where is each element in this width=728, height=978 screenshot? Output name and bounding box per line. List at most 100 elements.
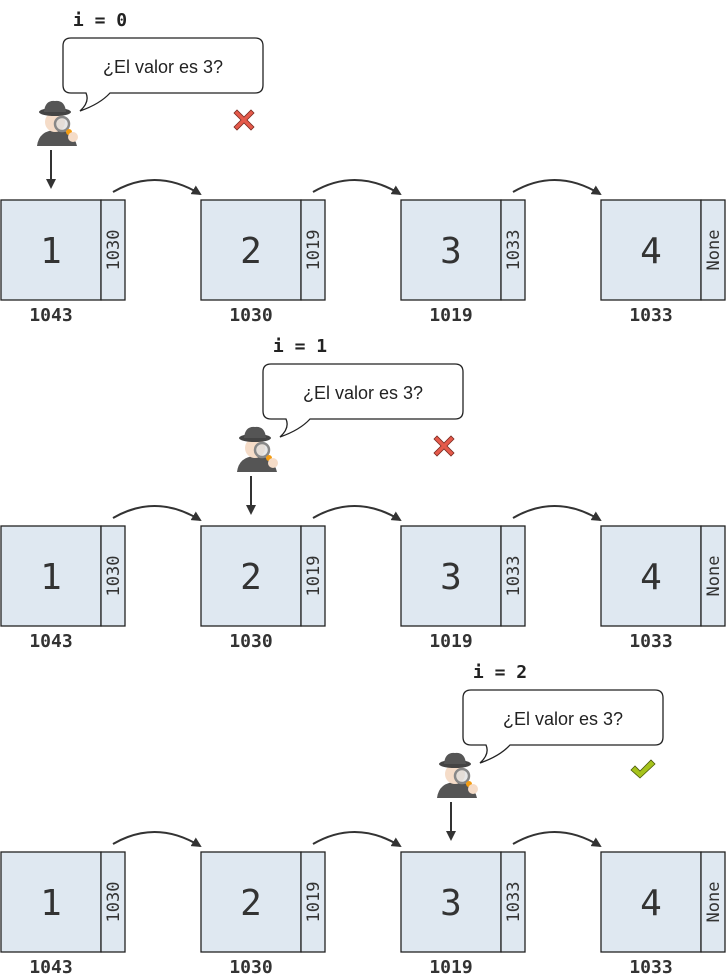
node-pointer-box — [300, 199, 326, 301]
next-arrow — [312, 831, 402, 848]
node-value-box — [0, 525, 102, 627]
node-value-box — [400, 199, 502, 301]
hand — [468, 784, 478, 794]
node-next-pointer: 1030 — [104, 230, 124, 271]
node-value: 2 — [240, 557, 262, 598]
node-next-pointer: 1019 — [304, 882, 324, 923]
node-value: 3 — [440, 883, 462, 924]
node-next-pointer: 1030 — [104, 882, 124, 923]
next-arrow — [312, 179, 402, 196]
node-next-pointer: 1033 — [504, 556, 524, 597]
magnifier — [253, 441, 271, 459]
check-shape — [630, 759, 656, 779]
next-arrow — [512, 831, 602, 848]
check-icon — [630, 759, 656, 779]
cross-shape — [433, 435, 455, 457]
next-arrow — [112, 505, 202, 522]
list-node: 4 None 1033 — [600, 851, 726, 978]
magnifier — [53, 115, 71, 133]
node-value-box — [400, 525, 502, 627]
node-address: 1019 — [429, 631, 472, 652]
next-arrow — [112, 179, 202, 196]
hand — [68, 132, 78, 142]
node-address: 1043 — [29, 957, 72, 978]
node-next-pointer: None — [704, 556, 724, 597]
list-node: 1 1030 1043 — [0, 179, 202, 326]
node-address: 1030 — [229, 631, 272, 652]
node-pointer-box — [100, 525, 126, 627]
list-node: 3 1033 1019 — [400, 505, 602, 652]
node-value: 1 — [40, 883, 62, 924]
node-value: 4 — [640, 231, 662, 272]
node-value: 3 — [440, 231, 462, 272]
step-panel-0: 1 1030 1043 2 1019 1030 3 1033 1019 4 None 1033 i = … — [0, 10, 726, 326]
node-pointer-box — [700, 851, 726, 953]
index-label: i = 0 — [73, 10, 127, 31]
speech-bubble — [462, 689, 664, 764]
node-next-pointer: None — [704, 882, 724, 923]
node-next-pointer: 1019 — [304, 230, 324, 271]
node-value: 1 — [40, 557, 62, 598]
node-value: 1 — [40, 231, 62, 272]
node-value: 4 — [640, 557, 662, 598]
next-arrow — [512, 179, 602, 196]
node-value: 2 — [240, 231, 262, 272]
node-value-box — [200, 525, 302, 627]
detective-icon — [37, 100, 78, 146]
detective-icon — [237, 426, 278, 472]
node-value: 3 — [440, 557, 462, 598]
node-address: 1043 — [29, 305, 72, 326]
list-node: 2 1019 1030 — [200, 831, 402, 978]
node-value-box — [600, 199, 702, 301]
index-label: i = 1 — [273, 336, 327, 357]
node-next-pointer: 1033 — [504, 882, 524, 923]
list-node: 3 1033 1019 — [400, 179, 602, 326]
cross-shape — [233, 109, 255, 131]
node-address: 1033 — [629, 305, 672, 326]
detective-icon — [437, 752, 478, 798]
node-next-pointer: None — [704, 230, 724, 271]
list-node: 1 1030 1043 — [0, 831, 202, 978]
list-node: 2 1019 1030 — [200, 179, 402, 326]
next-arrow — [312, 505, 402, 522]
node-pointer-box — [700, 525, 726, 627]
node-address: 1030 — [229, 957, 272, 978]
node-address: 1033 — [629, 631, 672, 652]
node-value-box — [0, 199, 102, 301]
node-address: 1030 — [229, 305, 272, 326]
node-value-box — [200, 851, 302, 953]
list-node: 3 1033 1019 — [400, 831, 602, 978]
cross-icon — [433, 435, 455, 457]
node-next-pointer: 1019 — [304, 556, 324, 597]
node-address: 1019 — [429, 957, 472, 978]
hat-crown — [44, 100, 66, 112]
magnifier — [453, 767, 471, 785]
list-node: 4 None 1033 — [600, 199, 726, 326]
hat-crown — [244, 426, 266, 438]
node-next-pointer: 1033 — [504, 230, 524, 271]
node-pointer-box — [100, 199, 126, 301]
list-node: 4 None 1033 — [600, 525, 726, 652]
hand — [268, 458, 278, 468]
node-value: 2 — [240, 883, 262, 924]
question-text: ¿El valor es 3? — [303, 383, 423, 403]
node-value: 4 — [640, 883, 662, 924]
node-pointer-box — [700, 199, 726, 301]
node-pointer-box — [300, 525, 326, 627]
index-label: i = 2 — [473, 662, 527, 683]
list-node: 2 1019 1030 — [200, 505, 402, 652]
node-address: 1033 — [629, 957, 672, 978]
node-pointer-box — [100, 851, 126, 953]
node-address: 1019 — [429, 305, 472, 326]
speech-bubble — [262, 363, 464, 438]
node-pointer-box — [300, 851, 326, 953]
node-pointer-box — [500, 525, 526, 627]
node-address: 1043 — [29, 631, 72, 652]
question-text: ¿El valor es 3? — [503, 709, 623, 729]
question-text: ¿El valor es 3? — [103, 57, 223, 77]
node-value-box — [400, 851, 502, 953]
node-value-box — [200, 199, 302, 301]
hat-crown — [444, 752, 466, 764]
